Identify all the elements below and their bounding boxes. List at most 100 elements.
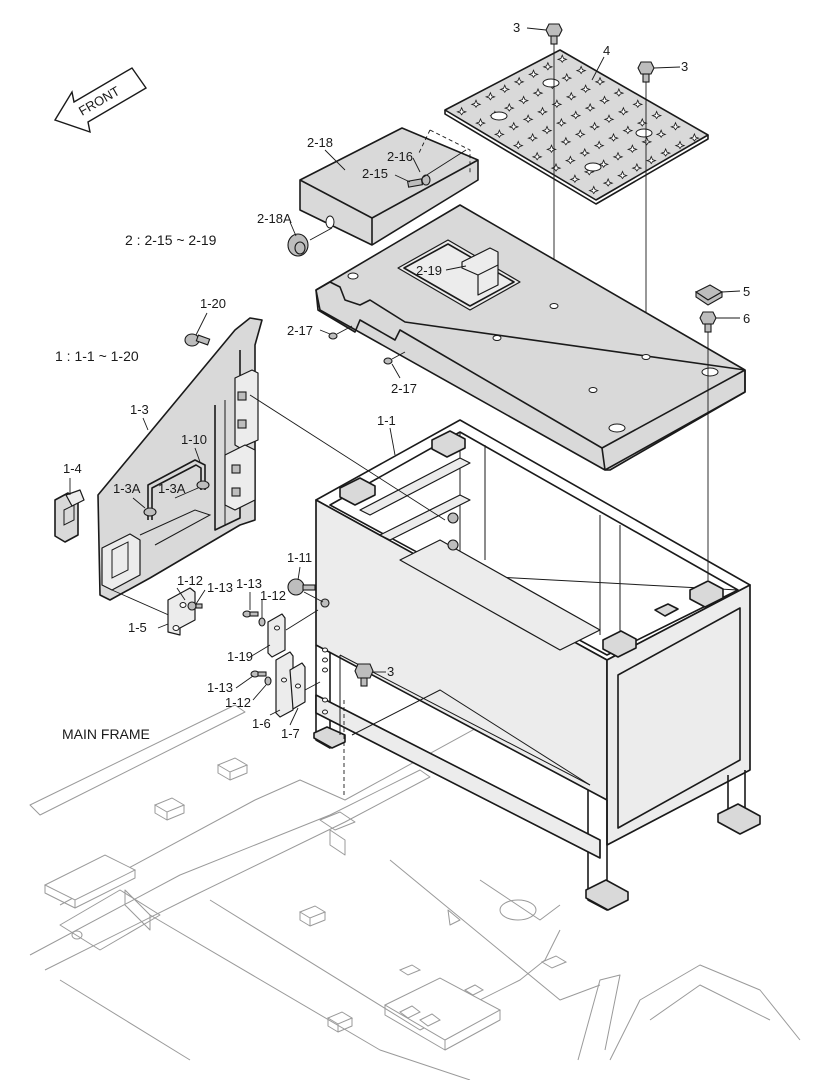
label-2-17b: 2-17 [391, 381, 417, 396]
knob-2-18A [287, 227, 333, 257]
mat-tread-mark [632, 99, 644, 109]
mat-tread-mark [537, 106, 548, 116]
label-1-3A-right: 1-3A [158, 481, 186, 496]
mat-tread-mark [513, 76, 525, 86]
label-2-18A: 2-18A [257, 211, 292, 226]
mat-tread-mark [570, 110, 582, 120]
bolt-1-20 [184, 333, 211, 347]
mat-tread-mark [569, 174, 581, 184]
bolt-3-top-right [637, 61, 655, 83]
label-6: 6 [743, 311, 750, 326]
mat-tread-mark [541, 125, 553, 135]
mat-tread-mark [593, 140, 605, 150]
bracket-1-7 [289, 662, 306, 710]
mat-tread-mark [598, 159, 610, 169]
front-arrow-icon: FRONT [53, 67, 148, 134]
mat-tread-mark [641, 136, 653, 146]
mat-tread-mark [493, 129, 505, 139]
mat-tread-mark [580, 84, 592, 94]
mat-tread-mark [588, 185, 600, 195]
mat-tread-mark [565, 91, 577, 101]
bracket-1-6 [275, 651, 294, 718]
label-2-16: 2-16 [387, 149, 413, 164]
mat-tread-mark [518, 95, 530, 105]
label-3-top-right: 3 [681, 59, 688, 74]
mat-tread-mark [527, 132, 539, 142]
storage-lid-part-2-18 [299, 127, 479, 246]
mat-tread-mark [484, 91, 496, 101]
label-1-13-mid: 1-13 [236, 576, 262, 591]
label-2-15: 2-15 [362, 166, 388, 181]
label-5: 5 [743, 284, 750, 299]
label-1-19: 1-19 [227, 649, 253, 664]
part-labels: 3 4 3 5 6 2-18 2-16 2-15 2-18A 2 : 2-15 … [55, 20, 750, 742]
label-1-7: 1-7 [281, 726, 300, 741]
latch-bracket-2-19 [461, 247, 499, 296]
washer-1-12b [258, 617, 266, 627]
mat-tread-mark [556, 54, 568, 64]
seat-base-cover-part-2 [315, 204, 746, 471]
mat-tread-mark [508, 121, 520, 131]
mat-tread-mark [589, 121, 601, 131]
latch-1-4 [54, 489, 85, 543]
mat-tread-mark [551, 99, 563, 109]
main-frame-label: MAIN FRAME [62, 726, 150, 742]
mat-tread-mark [528, 69, 539, 79]
mat-tread-mark [613, 87, 625, 97]
mat-tread-mark [542, 61, 554, 71]
label-1-13-left: 1-13 [207, 580, 233, 595]
seat-stand-frame-part-1-1 [313, 419, 761, 911]
label-1-12-low: 1-12 [225, 695, 251, 710]
mat-tread-mark [617, 170, 628, 180]
bolt-1-11 [287, 578, 330, 608]
bolt-1-13c [250, 670, 267, 678]
mat-tread-mark [522, 114, 534, 124]
label-2-19: 2-19 [416, 263, 442, 278]
cap-5 [694, 284, 724, 306]
mat-tread-mark [575, 65, 587, 75]
bolt-6 [699, 311, 717, 333]
group-2-note: 2 : 2-15 ~ 2-19 [125, 232, 217, 248]
mat-tread-mark [594, 76, 606, 86]
mat-tread-mark [602, 177, 614, 187]
mat-tread-mark [555, 117, 567, 127]
main-frame-ghost [29, 684, 801, 1080]
mat-tread-mark [631, 162, 643, 172]
bolt-3-lower [354, 663, 374, 687]
mat-tread-mark [626, 144, 638, 154]
label-4: 4 [603, 43, 610, 58]
mat-tread-mark [584, 102, 596, 112]
label-1-12-left: 1-12 [177, 573, 203, 588]
label-3-lower: 3 [387, 664, 394, 679]
label-1-11: 1-11 [287, 550, 312, 565]
mat-tread-mark [475, 117, 486, 127]
mat-tread-mark [499, 84, 511, 94]
mat-tread-mark [574, 129, 586, 139]
mat-tread-mark [617, 106, 629, 116]
label-1-20: 1-20 [200, 296, 226, 311]
mat-tread-mark [622, 125, 634, 135]
label-1-13-low: 1-13 [207, 680, 233, 695]
label-1-5: 1-5 [128, 620, 147, 635]
bolt-1-13b [242, 610, 259, 618]
mat-tread-mark [608, 132, 619, 142]
label-3-top-left: 3 [513, 20, 520, 35]
mat-tread-mark [532, 87, 544, 97]
mat-tread-mark [503, 102, 515, 112]
side-panel-part-1-3 [97, 317, 263, 601]
mat-tread-mark [564, 155, 576, 165]
label-1-10: 1-10 [181, 432, 207, 447]
mat-tread-mark [456, 106, 468, 116]
bracket-1-5 [167, 587, 196, 636]
bolt-2-15 [406, 174, 431, 188]
label-1-12-mid: 1-12 [260, 588, 286, 603]
group-1-note: 1 : 1-1 ~ 1-20 [55, 348, 139, 364]
mat-tread-mark [651, 110, 663, 120]
mat-tread-mark [655, 129, 667, 139]
mat-tread-mark [674, 140, 686, 150]
mat-tread-mark [512, 140, 524, 150]
mat-tread-mark [612, 151, 624, 161]
mat-tread-mark [531, 151, 543, 161]
label-1-3: 1-3 [130, 402, 149, 417]
